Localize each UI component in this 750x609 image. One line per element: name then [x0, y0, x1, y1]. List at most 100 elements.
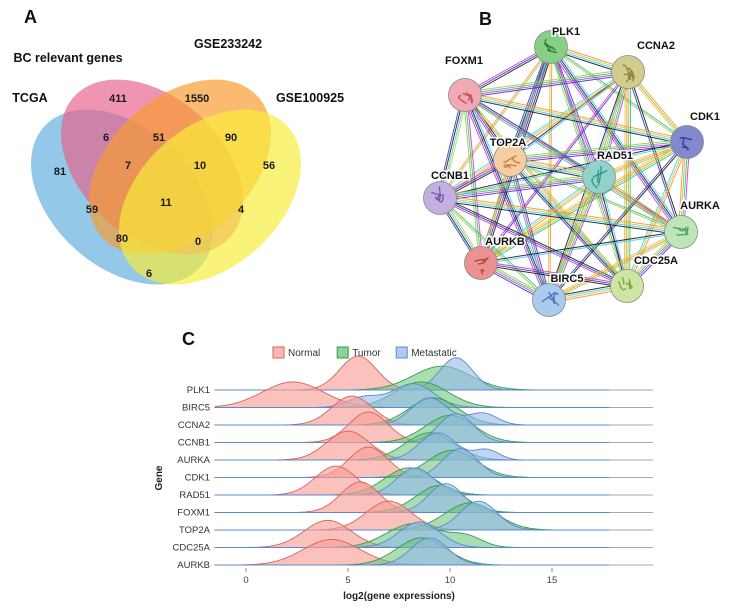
network-edge: [463, 95, 549, 301]
network-node-label: FOXM1: [445, 55, 483, 67]
network-edge: [507, 160, 548, 301]
ridge-gene-label: RAD51: [179, 490, 210, 501]
network-edge: [510, 159, 629, 286]
venn-count: 11: [160, 197, 172, 209]
network-edge: [549, 142, 689, 301]
network-node-RAD51: [582, 160, 616, 194]
protein-structure-squiggle: [544, 39, 557, 51]
network-node-label: BIRC5: [550, 273, 583, 285]
legend-label: Tumor: [352, 348, 381, 359]
venn-set-label: TCGA: [12, 91, 47, 105]
venn-count: 80: [116, 233, 128, 245]
panel-a-label: A: [24, 7, 37, 27]
network-edge: [438, 46, 551, 198]
network-edge: [465, 72, 629, 97]
density-curve-metastatic: [215, 432, 610, 461]
panel-c-label: C: [182, 329, 195, 349]
legend-label: Metastatic: [411, 348, 457, 359]
ridge-gene-label: AURKA: [177, 455, 210, 466]
protein-structure-squiggle: [511, 157, 521, 164]
network-edge: [439, 198, 549, 302]
protein-structure-squiggle: [434, 186, 441, 201]
network-edge: [464, 95, 687, 144]
network-edge: [440, 95, 467, 199]
ridge-gene-label: TOP2A: [179, 525, 211, 536]
network-edge: [508, 160, 627, 287]
legend-swatch: [395, 346, 408, 359]
network-edge: [465, 93, 683, 231]
x-axis-label: log2(gene expressions): [343, 591, 455, 602]
network-edge: [481, 232, 682, 265]
ridge-gene-label: FOXM1: [177, 508, 210, 519]
venn-set-label: GSE233242: [194, 37, 262, 51]
venn-count: 59: [86, 204, 98, 216]
protein-bubble: [582, 160, 616, 194]
x-tick-label: 10: [445, 575, 456, 586]
protein-bubble: [664, 215, 698, 249]
network-node-AURKB: [464, 246, 498, 280]
network-edge: [438, 70, 628, 197]
protein-structure-squiggle: [628, 278, 631, 290]
network-edge: [546, 175, 597, 300]
network-node-label: CDC25A: [634, 255, 678, 267]
protein-structure-squiggle: [591, 177, 598, 189]
network-node-FOXM1: [448, 78, 482, 112]
network-edge: [507, 45, 549, 160]
protein-structure-squiggle: [470, 94, 474, 104]
network-node-label: CDK1: [690, 111, 720, 123]
venn-count: 6: [103, 132, 109, 144]
protein-structure-squiggle: [505, 165, 511, 169]
network-edge: [509, 140, 687, 160]
ridge-gene-label: BIRC5: [182, 403, 210, 414]
network-edge: [479, 159, 510, 263]
protein-structure-squiggle: [467, 94, 471, 101]
venn-count: 4: [238, 204, 245, 216]
protein-structure-squiggle: [677, 226, 687, 232]
network-edge: [479, 139, 686, 262]
network-edge: [624, 141, 686, 286]
ppi-network: PLK1CCNA2FOXM1CDK1TOP2ARAD51CCNB1AURKACD…: [423, 25, 721, 317]
density-curve-metastatic: [215, 467, 610, 496]
venn-count: 7: [125, 160, 131, 172]
ridge-row-FOXM1: FOXM1: [177, 481, 653, 519]
network-edge: [439, 197, 628, 287]
density-curve-metastatic: [215, 397, 610, 426]
network-node-label: AURKA: [680, 200, 720, 212]
network-edge: [440, 177, 600, 200]
network-edge: [440, 194, 682, 230]
network-edge: [623, 71, 626, 287]
network-edge: [549, 177, 601, 301]
network-edge: [464, 94, 682, 233]
network-edge: [511, 157, 630, 285]
network-edge: [482, 143, 689, 266]
network-edge: [480, 264, 627, 289]
protein-bubble: [532, 283, 566, 317]
network-edge: [465, 93, 688, 142]
network-edge: [464, 70, 628, 95]
network-edge: [510, 142, 688, 162]
protein-structure-squiggle: [503, 164, 517, 168]
protein-structure-squiggle: [477, 259, 487, 265]
protein-structure-squiggle: [431, 191, 443, 196]
protein-structure-squiggle: [627, 67, 634, 82]
network-edge: [480, 140, 687, 263]
protein-bubble: [670, 125, 704, 159]
density-curve-metastatic: [215, 383, 610, 408]
network-edge: [436, 94, 463, 198]
protein-structure-squiggle: [547, 296, 560, 306]
venn-count: 411: [109, 93, 127, 105]
network-edge: [438, 199, 627, 289]
ridge-gene-label: CDK1: [185, 473, 210, 484]
ridge-gene-label: CCNB1: [178, 438, 210, 449]
density-curve-metastatic: [215, 537, 610, 566]
network-edge: [597, 177, 627, 287]
network-edge: [479, 175, 599, 262]
network-edge: [509, 160, 681, 234]
network-edge: [440, 179, 600, 202]
network-node-PLK1: [534, 30, 568, 64]
network-node-label: PLK1: [552, 26, 580, 38]
protein-structure-squiggle: [457, 95, 467, 104]
network-node-CCNB1: [423, 181, 457, 215]
network-edge: [465, 74, 629, 99]
protein-structure-squiggle: [592, 169, 608, 178]
